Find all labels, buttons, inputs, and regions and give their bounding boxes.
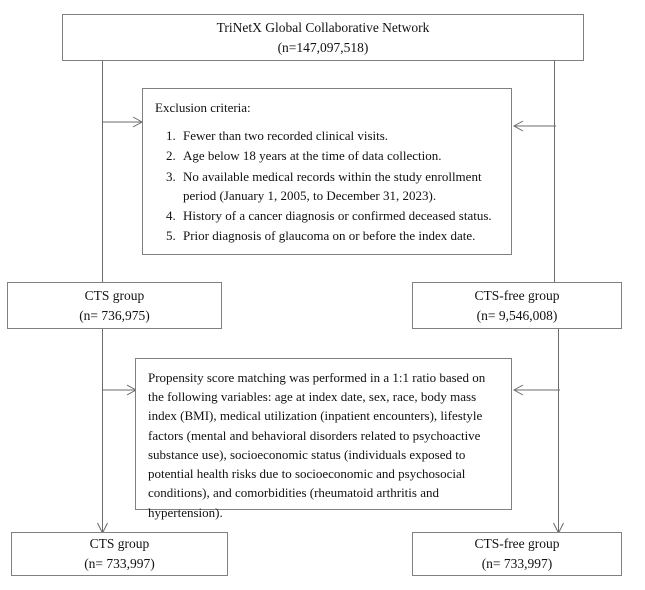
exclusion-criteria-heading: Exclusion criteria: xyxy=(155,100,251,115)
cts-free-group-post-box: CTS-free group (n= 733,997) xyxy=(412,532,622,576)
arrow-right-to-exclusion xyxy=(512,120,556,132)
connector-left-upper xyxy=(102,61,103,283)
title-box-line1: TriNetX Global Collaborative Network xyxy=(216,19,430,35)
exclusion-criteria-item: No available medical records within the … xyxy=(179,167,501,205)
cts-group-post-line1: CTS group xyxy=(89,536,150,552)
arrowhead-left-to-cts-post xyxy=(97,508,108,535)
cts-free-group-post-line1: CTS-free group xyxy=(474,536,560,552)
cts-free-group-pre-line1: CTS-free group xyxy=(474,287,560,303)
title-box-line2: (n=147,097,518) xyxy=(277,39,369,55)
cts-free-group-pre-line2: (n= 9,546,008) xyxy=(476,307,558,323)
connector-right-lower xyxy=(558,329,559,519)
cts-group-post-box: CTS group (n= 733,997) xyxy=(11,532,228,576)
propensity-matching-box: Propensity score matching was performed … xyxy=(135,358,512,520)
connector-right-upper xyxy=(554,61,555,283)
cts-free-group-post-line2: (n= 733,997) xyxy=(481,556,553,571)
arrow-left-to-exclusion xyxy=(102,116,144,128)
cts-group-pre-box: CTS group (n= 736,975) xyxy=(7,282,222,329)
cts-group-pre-line2: (n= 736,975) xyxy=(79,307,150,323)
arrow-right-to-matching xyxy=(512,384,560,396)
title-box: TriNetX Global Collaborative Network (n=… xyxy=(62,14,584,61)
arrow-left-to-matching xyxy=(102,384,138,396)
exclusion-criteria-box: Exclusion criteria: Fewer than two recor… xyxy=(142,88,512,255)
cts-group-post-line2: (n= 733,997) xyxy=(84,556,155,571)
exclusion-criteria-list: Fewer than two recorded clinical visits.… xyxy=(155,126,501,245)
propensity-matching-text: Propensity score matching was performed … xyxy=(148,370,486,520)
exclusion-criteria-item: Fewer than two recorded clinical visits. xyxy=(179,126,501,145)
connector-left-lower xyxy=(102,329,103,519)
exclusion-criteria-item: History of a cancer diagnosis or confirm… xyxy=(179,206,501,225)
exclusion-criteria-item: Age below 18 years at the time of data c… xyxy=(179,146,501,165)
exclusion-criteria-item: Prior diagnosis of glaucoma on or before… xyxy=(179,226,501,245)
arrowhead-right-to-cts-free-post xyxy=(553,508,564,535)
cts-group-pre-line1: CTS group xyxy=(84,287,145,303)
cts-free-group-pre-box: CTS-free group (n= 9,546,008) xyxy=(412,282,622,329)
